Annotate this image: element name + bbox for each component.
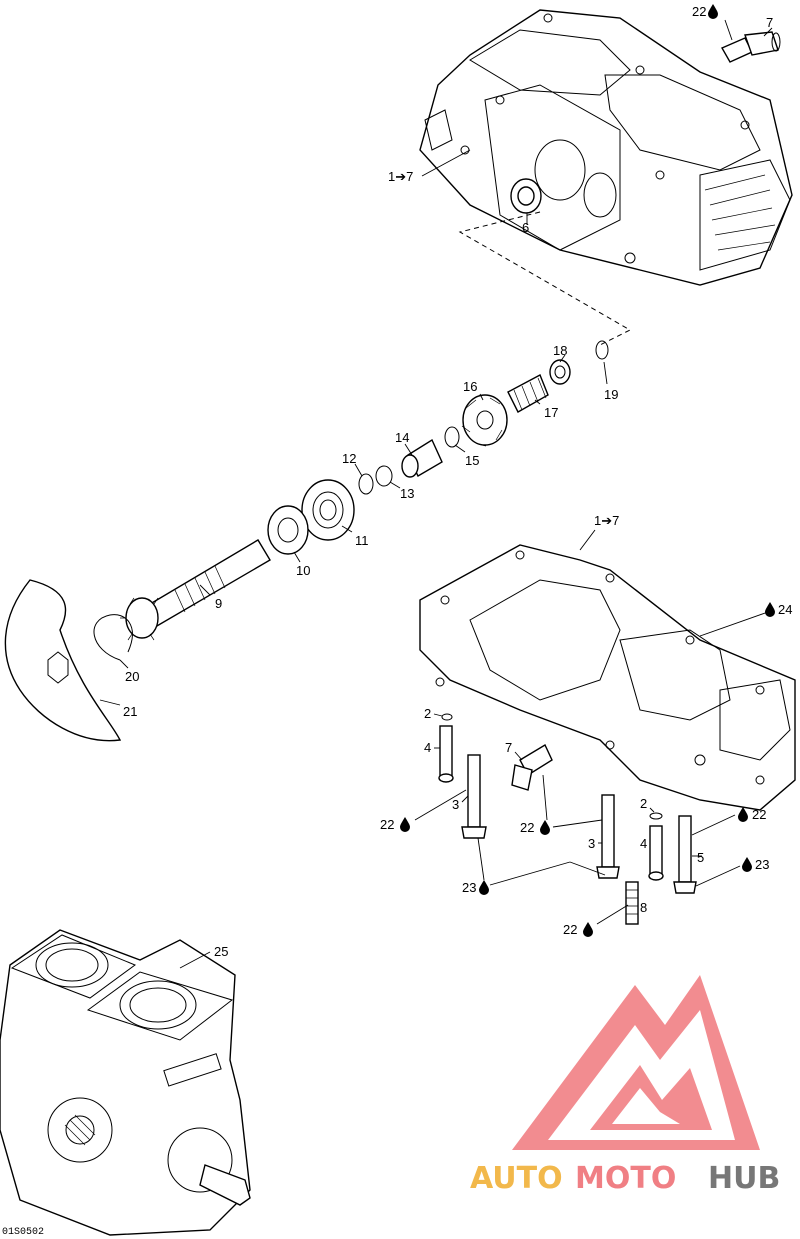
callout-5: 5 [697,850,704,865]
callout-8: 8 [640,900,647,915]
automotohub-wordmark: AUTO MOTO HUB [470,1161,780,1196]
bearing-11 [301,479,355,541]
watermark-hub: HUB [708,1161,780,1196]
circlip-20 [93,614,133,661]
drop-icon [400,817,410,832]
callout-22-left: 22 [380,817,394,832]
upper-crankcase [419,9,793,286]
sleeve-14 [401,438,443,478]
washer-2-right [649,812,663,820]
gear-16 [461,394,508,447]
elbow-fitting-7-bottom [511,744,553,791]
lubricant-drop-icons [400,4,775,937]
drop-icon [738,807,748,822]
callout-1-7-bottom: 1➔7 [594,513,619,528]
callout-1-7-top: 1➔7 [388,169,413,184]
callout-21: 21 [123,704,137,719]
bearing-6 [510,178,542,214]
spring-17 [507,374,549,413]
drop-icon [708,4,718,19]
assembly-dash-line [458,211,632,346]
watermark-auto: AUTO [470,1161,563,1196]
shaft-9 [120,539,271,641]
callout-7-bottom: 7 [505,740,512,755]
drop-icon [583,922,593,937]
drop-icon [540,820,550,835]
drop-icon [765,602,775,617]
callout-22-mid: 22 [520,820,534,835]
callout-16: 16 [463,379,477,394]
callout-3-right: 3 [588,836,595,851]
callout-labels: 1➔7 6 7 22 18 19 16 17 14 15 12 13 11 10… [123,4,792,959]
washer-18 [549,359,571,385]
circlip-19 [595,340,609,360]
washer-2-left [441,713,453,721]
automotohub-logo [512,975,760,1150]
callout-13: 13 [400,486,414,501]
callout-9: 9 [215,596,222,611]
bolt-5 [673,815,697,894]
callout-17: 17 [544,405,558,420]
callout-23-left: 23 [462,880,476,895]
stud-8 [625,881,639,925]
callout-11: 11 [355,533,369,548]
callout-4-right: 4 [640,836,647,851]
ring-12 [358,473,374,495]
engine-assembly-25 [0,929,251,1236]
callout-7-top: 7 [766,15,773,30]
elbow-fitting-7-top [721,31,781,63]
bolt-3-right [596,794,620,879]
seal-10 [267,505,309,555]
callout-4-left: 4 [424,740,431,755]
washer-15 [444,426,460,448]
lower-crankcase [419,544,796,811]
callout-2-left: 2 [424,706,431,721]
callout-6: 6 [522,220,529,235]
bolt-4-left [438,725,454,783]
plate-21 [4,579,122,742]
callout-12: 12 [342,451,356,466]
watermark-moto: MOTO [575,1161,676,1196]
callout-3-left: 3 [452,797,459,812]
callout-25: 25 [214,944,228,959]
drop-icon [479,880,489,895]
callout-24: 24 [778,602,792,617]
bolt-3-left [461,754,487,839]
callout-15: 15 [465,453,479,468]
callout-10: 10 [296,563,310,578]
drop-icon [742,857,752,872]
callout-20: 20 [125,669,139,684]
washer-13 [375,465,393,487]
leader-lines [99,19,773,969]
callout-22-right: 22 [752,807,766,822]
callout-14: 14 [395,430,409,445]
callout-22-top: 22 [692,4,706,19]
callout-19: 19 [604,387,618,402]
bolt-4-right [648,825,664,881]
callout-2-right: 2 [640,796,647,811]
callout-22-low: 22 [563,922,577,937]
document-id: 01S0502 [2,1227,44,1238]
callout-23-right: 23 [755,857,769,872]
callout-18: 18 [553,343,567,358]
